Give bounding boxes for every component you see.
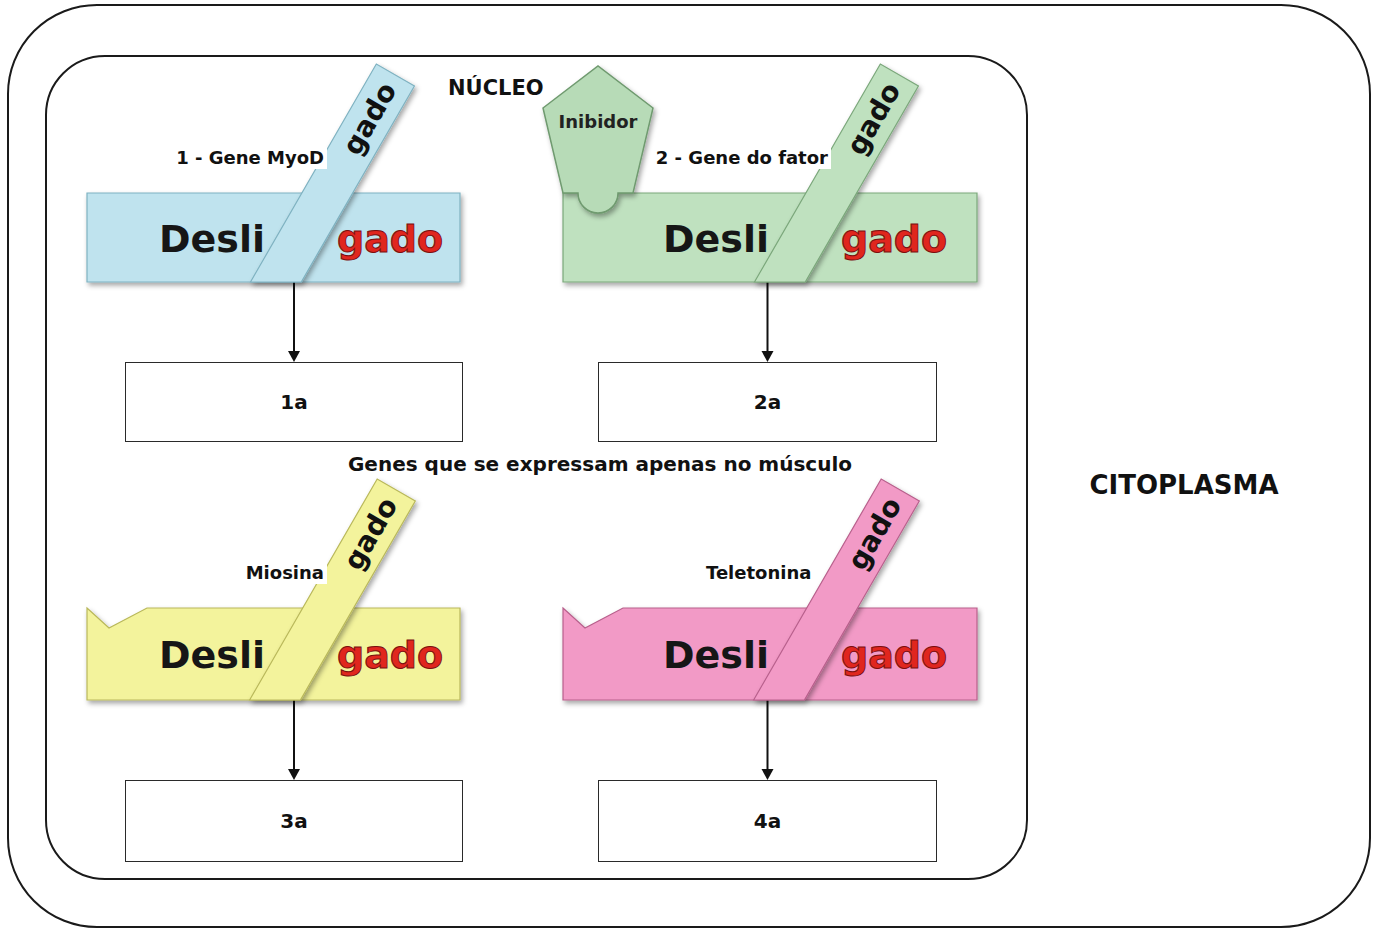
state-word: Desli	[663, 636, 769, 674]
gene-heading: 2 - Gene do fator	[653, 147, 831, 169]
group-label: Genes que se expressam apenas no músculo	[345, 452, 855, 476]
arrow-connector	[762, 282, 774, 362]
state-word-red: gado	[337, 220, 443, 258]
cell-outline: CITOPLASMA NÚCLEO 1 - Gene MyoD Desli gado ga…	[7, 4, 1371, 928]
state-word: Desli	[159, 220, 265, 258]
connector-line	[293, 700, 295, 770]
arrow-head	[288, 769, 300, 780]
arrow-head	[762, 769, 774, 780]
gene-switch-box: MiosinaDesligadogado	[87, 608, 460, 700]
state-word-red: gado	[841, 220, 947, 258]
arrow-connector	[762, 700, 774, 780]
gene-heading: Teletonina	[703, 562, 814, 584]
state-word-red: gado	[841, 636, 947, 674]
gene-heading: Miosina	[243, 562, 327, 584]
product-box: 2a	[598, 362, 937, 442]
pentagon-outline	[543, 66, 653, 213]
arrow-connector	[288, 700, 300, 780]
compartment-label: NÚCLEO	[448, 78, 544, 99]
product-label: 3a	[280, 811, 307, 831]
gene-heading: 1 - Gene MyoD	[173, 147, 327, 169]
gene-switch-box: TeletoninaDesligadogado	[563, 608, 977, 700]
product-label: 4a	[754, 811, 781, 831]
product-box: 4a	[598, 780, 937, 862]
pentagon-shape	[543, 66, 653, 213]
arrow-head	[762, 351, 774, 362]
connector-line	[767, 700, 769, 770]
connector-line	[767, 282, 769, 352]
state-word: Desli	[663, 220, 769, 258]
state-word: Desli	[159, 636, 265, 674]
gene-switch-box: 2 - Gene do fatorDesligadogado	[563, 193, 977, 282]
product-box: 1a	[125, 362, 463, 442]
arrow-head	[288, 351, 300, 362]
nucleus-outline: NÚCLEO 1 - Gene MyoD Desli gado gado Inibidor…	[45, 55, 1028, 880]
gene-switch-box: 1 - Gene MyoDDesligadogado	[87, 193, 460, 282]
product-label: 2a	[754, 392, 781, 412]
inhibitor-pentagon: Inibidor	[543, 66, 653, 213]
arrow-connector	[288, 282, 300, 362]
inhibitor-label: Inibidor	[543, 113, 653, 131]
connector-line	[293, 282, 295, 352]
product-box: 3a	[125, 780, 463, 862]
product-label: 1a	[280, 392, 307, 412]
compartment-label: CITOPLASMA	[1089, 472, 1278, 498]
state-word-red: gado	[337, 636, 443, 674]
